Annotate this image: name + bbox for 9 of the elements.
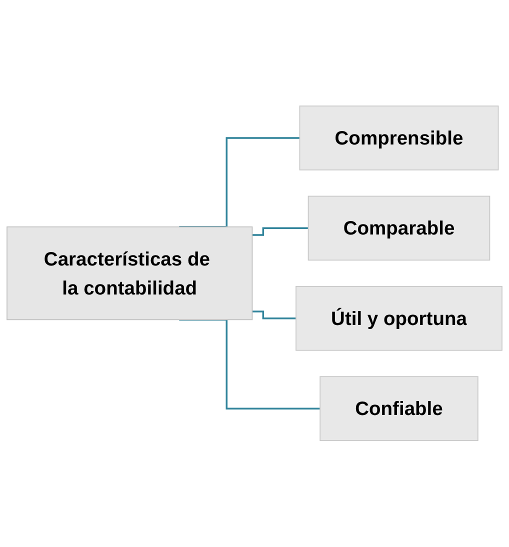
connector <box>179 137 300 228</box>
connector <box>179 319 320 410</box>
node-box: Comparable <box>308 196 490 261</box>
node-box: Comprensible <box>299 106 499 171</box>
node-box: Características de la contabilidad <box>6 226 253 320</box>
connector <box>252 310 296 320</box>
node-box: Útil y oportuna <box>296 286 502 351</box>
connector <box>252 228 308 236</box>
node-box: Confiable <box>320 376 478 442</box>
